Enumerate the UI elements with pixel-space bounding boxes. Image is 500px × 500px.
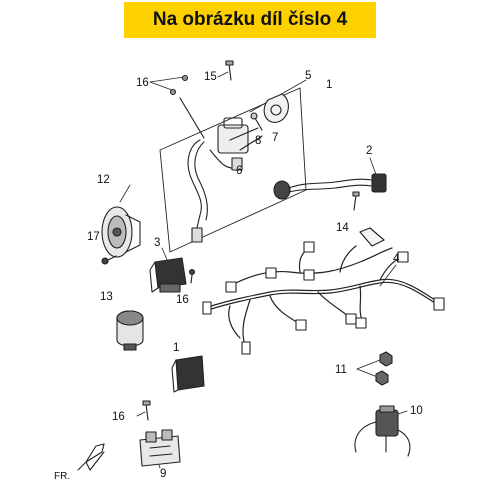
- harness-connectors: [202, 241, 445, 355]
- callout-13: 13: [100, 291, 113, 303]
- part-4-harness: [207, 227, 439, 346]
- callout-11: 11: [335, 364, 347, 376]
- screw-16-top: [169, 74, 189, 96]
- callout-3: 3: [154, 237, 160, 249]
- callout-16-bottom: 16: [112, 411, 125, 423]
- part-13-component: [116, 310, 144, 351]
- screw-15: [225, 60, 234, 81]
- callout-1: 1: [326, 79, 332, 91]
- screw-17: [101, 255, 117, 265]
- callout-8: 8: [255, 135, 261, 147]
- direction-label: FR.: [54, 471, 70, 482]
- callout-4: 4: [393, 253, 400, 265]
- screw-14: [352, 191, 360, 211]
- callout-14: 14: [336, 222, 349, 234]
- part-11-nuts: [375, 351, 393, 386]
- callout-10: 10: [410, 405, 423, 417]
- callout-labels: 1: [326, 79, 332, 91]
- callout-16-top: 16: [136, 77, 149, 89]
- part-12-horn: [101, 206, 141, 258]
- callout-5: 5: [305, 70, 311, 82]
- callout-1: 1: [173, 342, 179, 354]
- callout-7: 7: [272, 132, 278, 144]
- part-3-regulator: [149, 257, 187, 293]
- callout-17: 17: [87, 231, 100, 243]
- callout-12: 12: [97, 174, 110, 186]
- callout-16-mid: 16: [176, 294, 189, 306]
- part-10-relay: [354, 405, 411, 457]
- part-9-component: [139, 429, 181, 467]
- screw-16-mid: [188, 268, 196, 284]
- callout-2: 2: [366, 145, 372, 157]
- callout-6: 6: [236, 165, 242, 177]
- screw-16-bottom: [142, 400, 151, 421]
- title-banner: Na obrázku díl číslo 4: [124, 2, 376, 38]
- callout-9: 9: [160, 468, 166, 480]
- page-title: Na obrázku díl číslo 4: [152, 9, 348, 30]
- callout-15: 15: [204, 71, 217, 83]
- part-2-cable: [273, 173, 387, 200]
- part-1-module: [171, 355, 205, 393]
- front-direction-arrow: [77, 443, 105, 471]
